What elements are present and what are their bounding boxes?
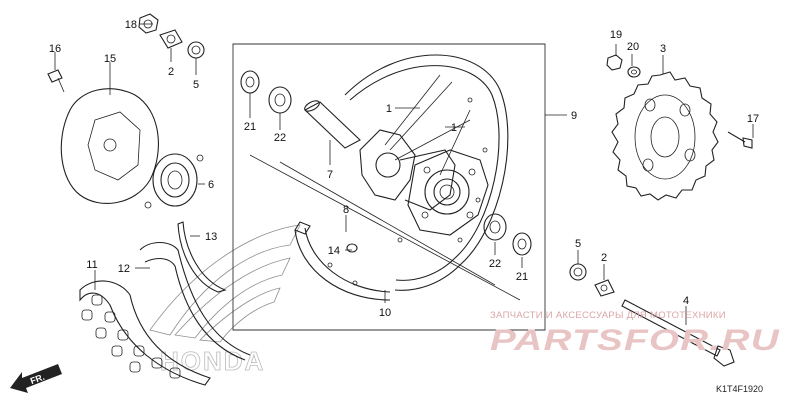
- callout-9: 9: [571, 110, 577, 122]
- tire-11: [79, 280, 211, 386]
- rim: [294, 54, 509, 301]
- driven-sprocket-3: [611, 71, 719, 201]
- brake-disc-15: [60, 88, 159, 204]
- callout-20: 20: [627, 41, 639, 53]
- callout-2-right: 2: [601, 252, 607, 264]
- callout-17: 17: [747, 113, 759, 125]
- hub: [359, 129, 489, 236]
- watermark-site: PARTSFOR.RU: [490, 324, 780, 357]
- callout-15: 15: [104, 53, 116, 65]
- callout-21-right: 21: [516, 271, 528, 283]
- nut-19: [606, 54, 623, 71]
- bearing-21-right: [512, 232, 532, 256]
- leader-lines: [54, 23, 754, 325]
- bearing-22-right: [483, 213, 507, 241]
- side-collar-5-right: [569, 263, 587, 281]
- axle-collar-2-top: [159, 29, 183, 49]
- callout-1a: 1: [386, 103, 392, 115]
- distance-collar-7: [304, 100, 361, 149]
- wheel-assembly-frame: [232, 43, 546, 331]
- rim-lock-14: [346, 243, 358, 253]
- washer-20: [627, 66, 641, 78]
- honda-brand-watermark: HONDA: [160, 346, 265, 376]
- callout-12: 12: [118, 263, 130, 275]
- bolt-16: [47, 69, 65, 93]
- callout-10: 10: [379, 307, 391, 319]
- watermark-tagline: ЗАПЧАСТИ И АКСЕССУАРЫ ДЛЯ МОТОТЕХНИКИ: [490, 310, 726, 321]
- rim-band-13: [177, 221, 227, 293]
- callout-11: 11: [86, 259, 97, 271]
- callout-6: 6: [208, 179, 214, 191]
- callout-19: 19: [610, 29, 622, 41]
- disc-hub-6: [144, 153, 204, 209]
- callout-1b: 1: [451, 122, 457, 134]
- callout-4: 4: [683, 295, 689, 307]
- axle-collar-2-right: [594, 279, 615, 297]
- bearing-21-left: [240, 70, 260, 94]
- callout-7: 7: [327, 169, 333, 181]
- callout-16: 16: [49, 43, 61, 55]
- callout-3: 3: [660, 43, 666, 55]
- callout-8: 8: [343, 204, 349, 216]
- partsfor-watermark: ЗАПЧАСТИ И АКСЕССУАРЫ ДЛЯ МОТОТЕХНИКИ PA…: [490, 310, 780, 357]
- callout-5-top: 5: [193, 79, 199, 91]
- nut-18: [138, 13, 159, 34]
- bearing-22-left: [268, 86, 292, 114]
- callout-18: 18: [125, 19, 137, 31]
- rear-axle-4: [621, 299, 735, 367]
- tube-12: [139, 241, 251, 361]
- callout-21-left: 21: [244, 121, 256, 133]
- callout-14: 14: [328, 245, 340, 257]
- callout-2-top: 2: [168, 66, 174, 78]
- bolt-17: [727, 131, 753, 149]
- honda-wing-watermark: [149, 224, 301, 343]
- callout-labels: 18 2 5 16 15 6 13 12 11 21 22 7 8 14 1 1…: [49, 19, 759, 319]
- diagram-code: K1T4F1920: [716, 384, 763, 394]
- callout-22-left: 22: [274, 132, 286, 144]
- callout-5-right: 5: [575, 238, 581, 250]
- front-direction-arrow: FR.: [10, 364, 62, 393]
- callout-13: 13: [205, 231, 217, 243]
- callout-22-right: 22: [489, 258, 501, 270]
- front-direction-label: FR.: [29, 372, 46, 386]
- side-collar-5-top: [187, 41, 205, 59]
